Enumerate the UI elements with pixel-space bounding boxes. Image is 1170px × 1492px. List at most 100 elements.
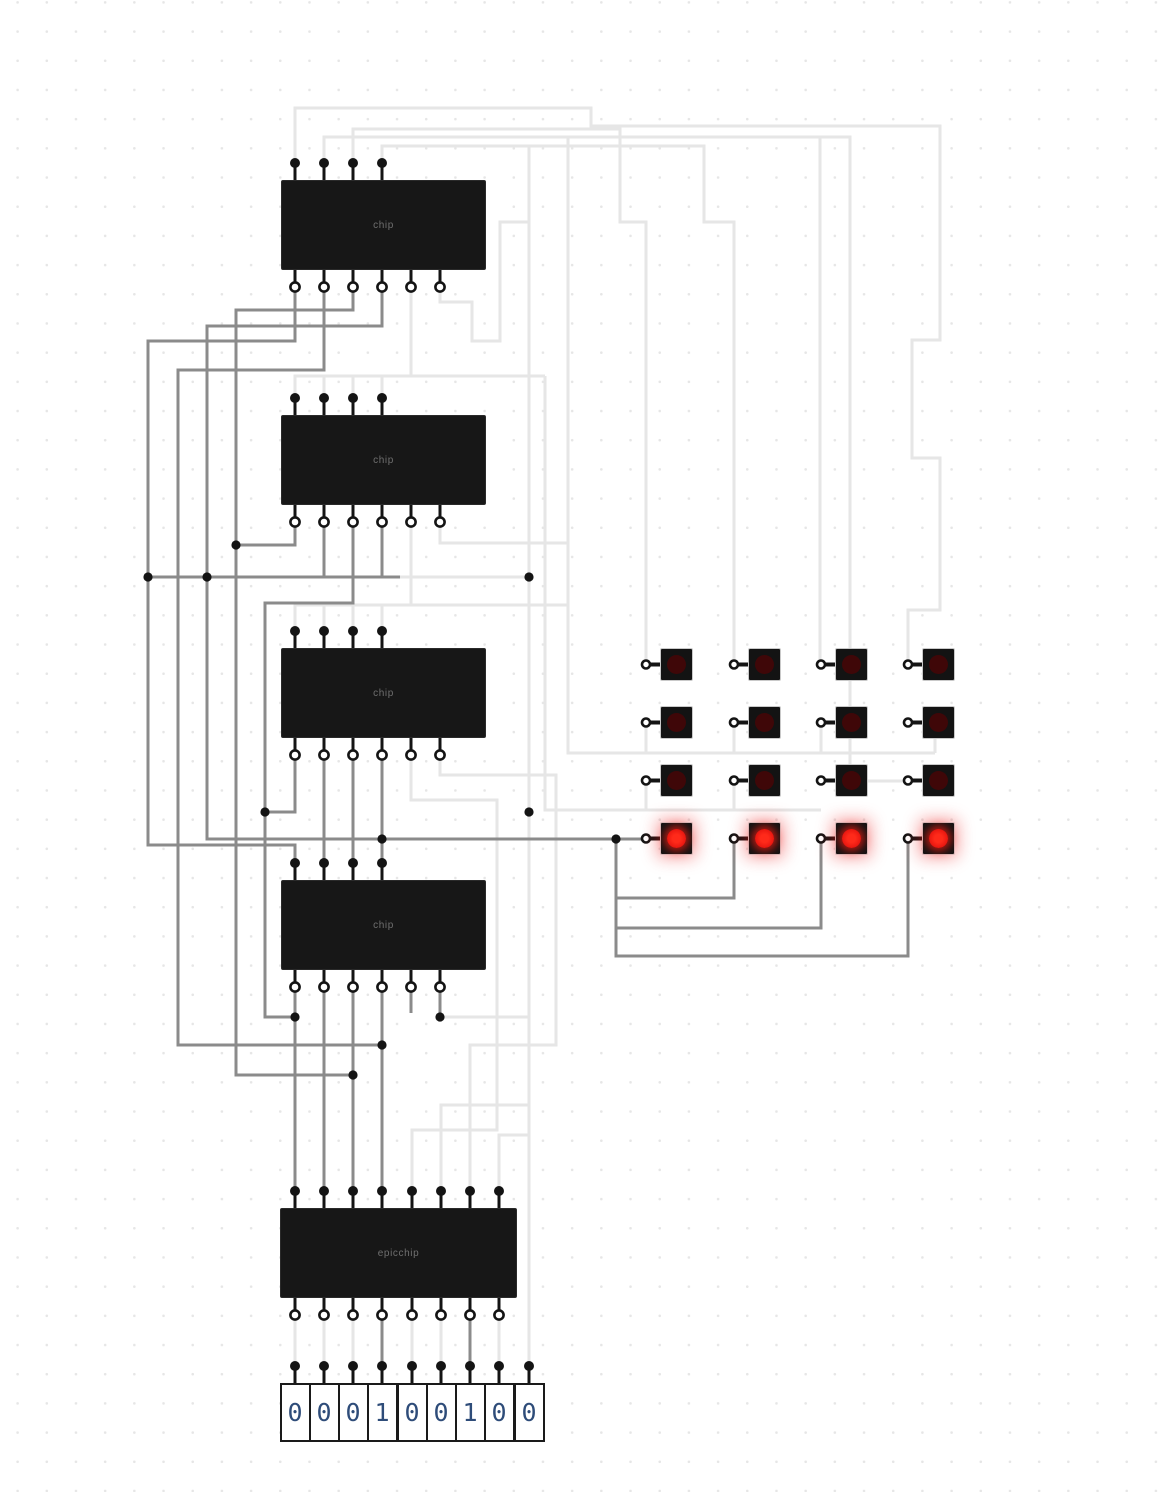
chip-1[interactable]: chip bbox=[281, 180, 486, 270]
led-input-pin[interactable] bbox=[815, 717, 827, 728]
chip-output-pin[interactable] bbox=[318, 516, 330, 528]
led-input-pin[interactable] bbox=[728, 775, 740, 786]
chip-output-pin[interactable] bbox=[376, 516, 388, 528]
led-r2c4-off[interactable] bbox=[922, 706, 955, 739]
chip-input-pin[interactable] bbox=[319, 158, 329, 168]
chip-output-pin[interactable] bbox=[347, 516, 359, 528]
bit-box-7[interactable]: 1 bbox=[454, 1383, 486, 1442]
chip-output-pin[interactable] bbox=[464, 1309, 476, 1321]
bit-box-2[interactable]: 0 bbox=[308, 1383, 340, 1442]
led-r4c4-on[interactable] bbox=[922, 822, 955, 855]
led-r1c4-off[interactable] bbox=[922, 648, 955, 681]
led-r4c3-on[interactable] bbox=[835, 822, 868, 855]
chip-2[interactable]: chip bbox=[281, 415, 486, 505]
chip-output-pin[interactable] bbox=[318, 281, 330, 293]
led-input-pin[interactable] bbox=[640, 775, 652, 786]
chip-input-pin[interactable] bbox=[348, 1186, 358, 1196]
chip-input-pin[interactable] bbox=[319, 858, 329, 868]
led-r2c2-off[interactable] bbox=[748, 706, 781, 739]
chip-input-pin[interactable] bbox=[319, 1186, 329, 1196]
led-r3c4-off[interactable] bbox=[922, 764, 955, 797]
chip-output-pin[interactable] bbox=[289, 281, 301, 293]
led-r2c3-off[interactable] bbox=[835, 706, 868, 739]
bit-box-input-pin[interactable] bbox=[524, 1361, 534, 1371]
bit-box-1[interactable]: 0 bbox=[279, 1383, 311, 1442]
led-input-pin[interactable] bbox=[728, 659, 740, 670]
bit-box-input-pin[interactable] bbox=[436, 1361, 446, 1371]
led-r1c1-off[interactable] bbox=[660, 648, 693, 681]
led-input-pin[interactable] bbox=[728, 833, 740, 844]
chip-4[interactable]: chip bbox=[281, 880, 486, 970]
bit-box-4[interactable]: 1 bbox=[366, 1383, 398, 1442]
led-input-pin[interactable] bbox=[815, 659, 827, 670]
bit-box-5[interactable]: 0 bbox=[396, 1383, 428, 1442]
led-r3c1-off[interactable] bbox=[660, 764, 693, 797]
chip-input-pin[interactable] bbox=[290, 393, 300, 403]
chip-output-pin[interactable] bbox=[318, 1309, 330, 1321]
led-input-pin[interactable] bbox=[728, 717, 740, 728]
chip-input-pin[interactable] bbox=[494, 1186, 504, 1196]
chip-input-pin[interactable] bbox=[377, 158, 387, 168]
led-input-pin[interactable] bbox=[902, 775, 914, 786]
led-input-pin[interactable] bbox=[640, 833, 652, 844]
chip-output-pin[interactable] bbox=[376, 981, 388, 993]
chip-3[interactable]: chip bbox=[281, 648, 486, 738]
chip-output-pin[interactable] bbox=[493, 1309, 505, 1321]
led-r3c2-off[interactable] bbox=[748, 764, 781, 797]
led-r1c3-off[interactable] bbox=[835, 648, 868, 681]
bit-box-input-pin[interactable] bbox=[377, 1361, 387, 1371]
chip-output-pin[interactable] bbox=[289, 981, 301, 993]
led-r4c2-on[interactable] bbox=[748, 822, 781, 855]
chip-output-pin[interactable] bbox=[289, 516, 301, 528]
bit-box-input-pin[interactable] bbox=[407, 1361, 417, 1371]
chip-input-pin[interactable] bbox=[290, 626, 300, 636]
chip-output-pin[interactable] bbox=[376, 281, 388, 293]
chip-input-pin[interactable] bbox=[348, 858, 358, 868]
chip-input-pin[interactable] bbox=[377, 626, 387, 636]
chip-output-pin[interactable] bbox=[406, 1309, 418, 1321]
chip-input-pin[interactable] bbox=[436, 1186, 446, 1196]
led-input-pin[interactable] bbox=[902, 659, 914, 670]
led-r1c2-off[interactable] bbox=[748, 648, 781, 681]
chip-input-pin[interactable] bbox=[290, 858, 300, 868]
chip-output-pin[interactable] bbox=[289, 749, 301, 761]
chip-output-pin[interactable] bbox=[405, 516, 417, 528]
chip-output-pin[interactable] bbox=[347, 281, 359, 293]
chip-output-pin[interactable] bbox=[347, 981, 359, 993]
chip-output-pin[interactable] bbox=[289, 1309, 301, 1321]
led-r4c1-on[interactable] bbox=[660, 822, 693, 855]
chip-input-pin[interactable] bbox=[465, 1186, 475, 1196]
chip-output-pin[interactable] bbox=[376, 1309, 388, 1321]
bit-box-input-pin[interactable] bbox=[494, 1361, 504, 1371]
chip-output-pin[interactable] bbox=[318, 981, 330, 993]
chip-output-pin[interactable] bbox=[347, 1309, 359, 1321]
bit-box-6[interactable]: 0 bbox=[425, 1383, 457, 1442]
led-input-pin[interactable] bbox=[815, 833, 827, 844]
led-input-pin[interactable] bbox=[902, 717, 914, 728]
chip-input-pin[interactable] bbox=[319, 626, 329, 636]
chip-output-pin[interactable] bbox=[434, 749, 446, 761]
chip-output-pin[interactable] bbox=[434, 281, 446, 293]
bit-box-9[interactable]: 0 bbox=[513, 1383, 545, 1442]
chip-output-pin[interactable] bbox=[405, 749, 417, 761]
led-input-pin[interactable] bbox=[902, 833, 914, 844]
chip-output-pin[interactable] bbox=[405, 981, 417, 993]
chip-output-pin[interactable] bbox=[434, 981, 446, 993]
bit-box-input-pin[interactable] bbox=[319, 1361, 329, 1371]
bit-box-input-pin[interactable] bbox=[290, 1361, 300, 1371]
led-input-pin[interactable] bbox=[640, 659, 652, 670]
chip-output-pin[interactable] bbox=[405, 281, 417, 293]
led-input-pin[interactable] bbox=[815, 775, 827, 786]
chip-input-pin[interactable] bbox=[348, 626, 358, 636]
led-r3c3-off[interactable] bbox=[835, 764, 868, 797]
epicchip[interactable]: epicchip bbox=[280, 1208, 517, 1298]
chip-output-pin[interactable] bbox=[347, 749, 359, 761]
chip-input-pin[interactable] bbox=[407, 1186, 417, 1196]
chip-input-pin[interactable] bbox=[348, 158, 358, 168]
chip-input-pin[interactable] bbox=[377, 858, 387, 868]
chip-output-pin[interactable] bbox=[435, 1309, 447, 1321]
chip-output-pin[interactable] bbox=[434, 516, 446, 528]
chip-input-pin[interactable] bbox=[319, 393, 329, 403]
chip-input-pin[interactable] bbox=[290, 1186, 300, 1196]
led-input-pin[interactable] bbox=[640, 717, 652, 728]
